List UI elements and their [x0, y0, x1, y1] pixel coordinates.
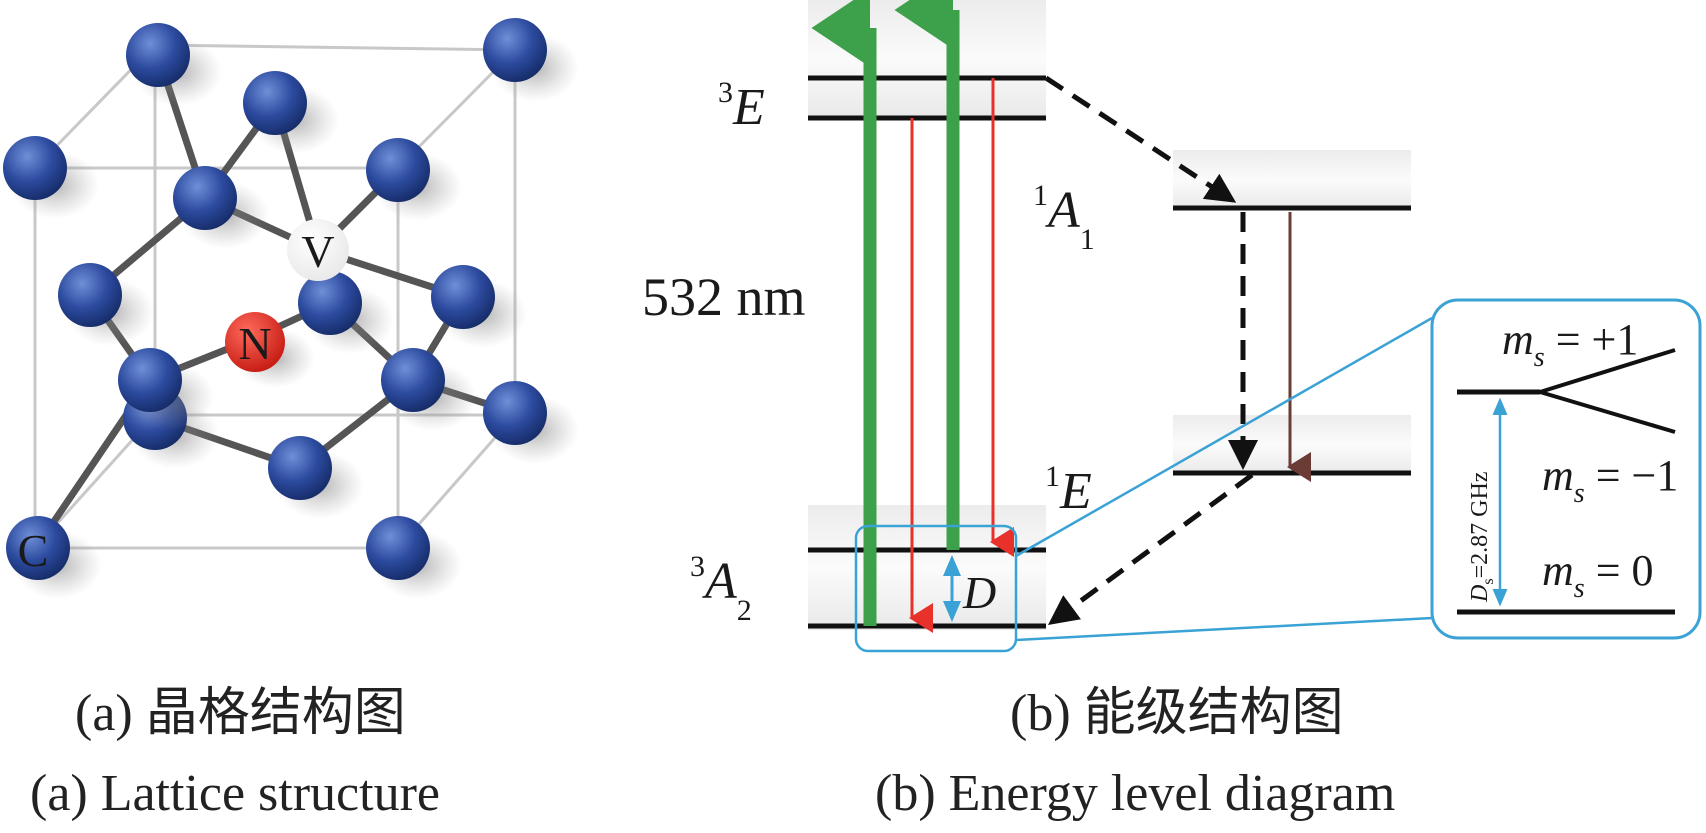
- isc-arrow-lower: [1047, 472, 1254, 625]
- caption-a-chinese: (a) 晶格结构图: [75, 685, 406, 742]
- zoom-connector-top: [1015, 316, 1433, 558]
- carbon-atom: [126, 23, 190, 87]
- label-3A2: 3A2: [690, 550, 752, 627]
- zoom-connector-bottom: [1015, 616, 1433, 642]
- vacancy-site: [287, 219, 349, 281]
- nitrogen-atom: [225, 312, 285, 372]
- label-3E: 3E: [718, 76, 765, 136]
- carbon-atom: [483, 381, 547, 445]
- carbon-atom: [58, 263, 122, 327]
- ms-zero-label: ms = 0: [1542, 546, 1654, 604]
- ms-minus-label: ms = −1: [1542, 451, 1678, 509]
- spin-sublevel-inset: Ds=2.87 GHz ms = +1 ms = −1 ms = 0: [1430, 298, 1702, 640]
- isc-arrow-upper: [1044, 75, 1237, 203]
- atoms: [3, 18, 579, 599]
- carbon-atom-labeled: [6, 516, 70, 580]
- carbon-atom: [483, 18, 547, 82]
- carbon-atom: [431, 265, 495, 329]
- laser-wavelength-label: 532 nm: [642, 267, 806, 327]
- caption-a-english: (a) Lattice structure: [30, 765, 440, 822]
- band-3A2: [808, 505, 1046, 630]
- caption-b-english: (b) Energy level diagram: [875, 765, 1396, 822]
- zoom-box: [854, 524, 1018, 653]
- band-1A1: [1173, 150, 1411, 210]
- carbon-atom: [173, 166, 237, 230]
- nitrogen-label: N: [238, 318, 271, 369]
- vacancy-label: V: [301, 226, 334, 277]
- caption-b-chinese: (b) 能级结构图: [1010, 685, 1344, 742]
- carbon-label: C: [18, 525, 49, 576]
- label-1E: 1E: [1045, 460, 1092, 520]
- carbon-atom: [3, 136, 67, 200]
- zfs-label: D: [962, 567, 996, 618]
- carbon-atom: [118, 348, 182, 412]
- energy-level-panel: D 3E 1A1 1E 3A2 532 nm: [642, 0, 1702, 653]
- carbon-atom: [366, 516, 430, 580]
- splitting-label: Ds=2.87 GHz: [1467, 472, 1497, 603]
- band-3E: [808, 0, 1046, 118]
- carbon-atom: [243, 71, 307, 135]
- label-1A1: 1A1: [1033, 179, 1095, 256]
- carbon-atom: [366, 138, 430, 202]
- carbon-atom: [268, 436, 332, 500]
- carbon-atom: [381, 348, 445, 412]
- lattice-panel: N V C: [3, 18, 579, 599]
- carbon-atom: [298, 271, 362, 335]
- ms-plus-label: ms = +1: [1502, 315, 1638, 373]
